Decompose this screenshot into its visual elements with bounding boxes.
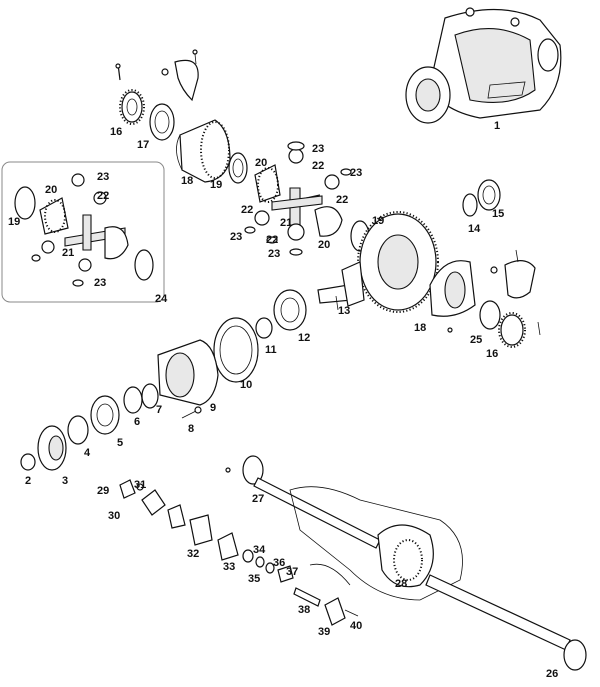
bolt-8 [181,406,202,419]
label-22: 22 [241,204,253,216]
label-32: 32 [187,548,199,560]
axle-housing [289,486,587,671]
gasket-10 [213,317,259,383]
bolt-head-top [115,63,121,69]
label-34: 34 [253,544,266,556]
label-4: 4 [84,447,91,459]
label-25: 25 [470,334,482,346]
label-5: 5 [117,437,123,449]
spacer-11 [255,317,273,339]
label-15: 15 [492,208,504,220]
label-23: 23 [94,277,106,289]
bearing-6 [123,386,143,414]
label-22: 22 [266,234,278,246]
label-23: 23 [312,143,324,155]
label-6: 6 [134,416,140,428]
label-24: 24 [155,293,168,305]
label-20: 20 [255,157,267,169]
label-12: 12 [298,332,310,344]
label-10: 10 [240,379,252,391]
label-36: 36 [273,557,285,569]
part-labels: 1 16 17 18 19 20 23 22 23 22 22 21 19 23… [8,120,558,680]
label-22: 22 [97,190,109,202]
label-31: 31 [134,479,146,491]
label-21: 21 [280,217,292,229]
nut-2 [20,453,36,471]
right-bearing-parts [447,249,541,348]
label-13: 13 [338,305,350,317]
label-23: 23 [97,171,109,183]
label-9: 9 [210,402,216,414]
label-33: 33 [223,561,235,573]
label-19: 19 [210,179,222,191]
spider-assembly-middle [244,141,352,256]
label-16: 16 [110,126,122,138]
label-16: 16 [486,348,498,360]
axle-shaft-27 [225,455,381,549]
label-20: 20 [45,184,57,196]
label-20: 20 [318,239,330,251]
differential-case-half-18-right [429,260,476,317]
small-parts-34-38 [242,549,321,607]
ring-gear-13 [317,211,439,313]
label-30: 30 [108,510,120,522]
differential-case-half-18 [176,119,231,183]
label-17: 17 [137,139,149,151]
side-gear-20-top [254,164,281,203]
label-35: 35 [248,573,260,585]
carrier-9 [157,339,219,406]
label-8: 8 [188,423,194,435]
bearing-12 [273,289,307,331]
flange-3 [37,425,67,471]
blocks-29-33 [119,479,239,561]
bearing-17 [149,103,175,141]
label-21: 21 [62,247,74,259]
label-3: 3 [62,475,68,487]
seal-and-bearing-14-15 [462,179,501,217]
label-26: 26 [546,668,558,680]
label-22: 22 [336,194,348,206]
label-23: 23 [350,167,362,179]
kit-box-24 [1,161,165,303]
label-38: 38 [298,604,310,616]
label-28: 28 [395,578,407,590]
thrust-washer-19-top [228,152,248,184]
label-37: 37 [286,566,298,578]
leader-lines [335,295,339,311]
label-7: 7 [156,404,162,416]
bearing-cap-top [161,49,199,102]
seal-4 [67,415,89,445]
label-23: 23 [230,231,242,243]
label-27: 27 [252,493,264,505]
label-11: 11 [265,344,277,356]
label-18: 18 [414,322,426,334]
label-18: 18 [181,175,193,187]
label-1: 1 [494,120,500,132]
label-14: 14 [468,223,481,235]
label-19: 19 [8,216,20,228]
label-39: 39 [318,626,330,638]
parts-39-40 [324,597,359,626]
label-29: 29 [97,485,109,497]
label-40: 40 [350,620,362,632]
bearing-5 [90,395,120,435]
label-19: 19 [372,215,384,227]
label-2: 2 [25,475,31,487]
label-23: 23 [268,248,280,260]
pinion-nut-top [119,89,145,125]
differential-housing [405,7,562,124]
label-22: 22 [312,160,324,172]
